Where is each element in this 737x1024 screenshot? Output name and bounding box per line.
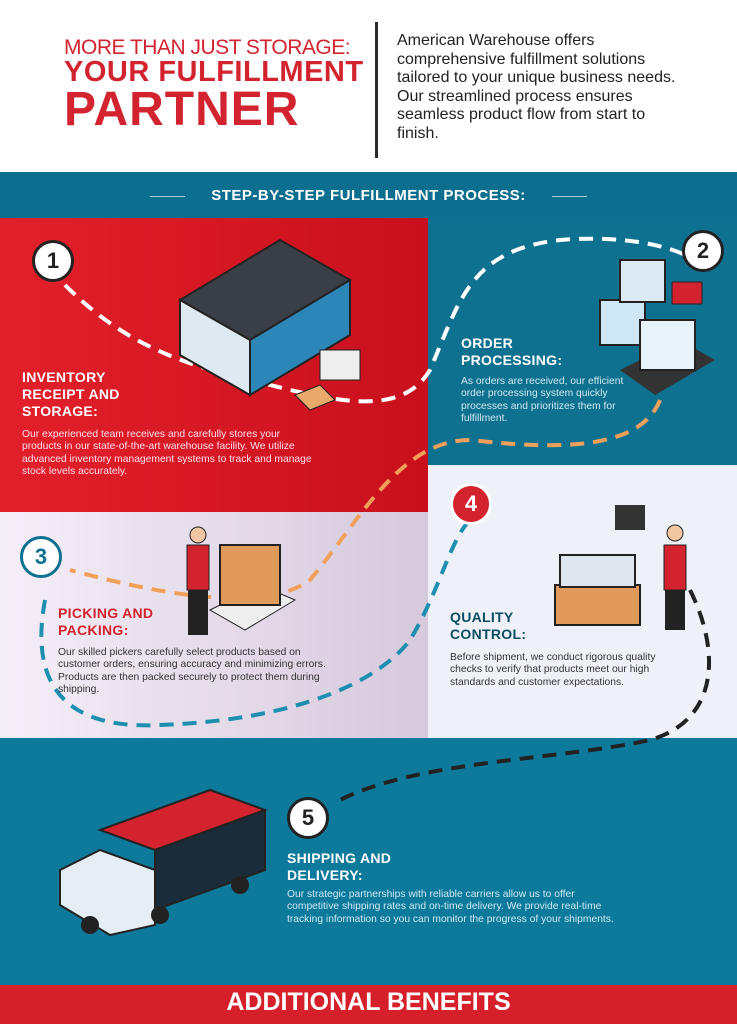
footer-band xyxy=(0,985,737,1024)
boxes-illustration xyxy=(599,259,715,395)
step1-title: INVENTORY RECEIPT AND STORAGE: xyxy=(22,369,120,419)
step2-number: 2 xyxy=(682,230,724,272)
step5-text: Our strategic partnerships with reliable… xyxy=(287,889,614,925)
header-kicker: MORE THAN JUST STORAGE: xyxy=(64,36,351,59)
section-band xyxy=(0,172,737,218)
step3-panel xyxy=(0,512,428,738)
picker-illustration xyxy=(186,526,297,635)
step3-text: Our skilled pickers carefully select pro… xyxy=(58,647,326,695)
warehouse-illustration xyxy=(178,238,361,411)
band-line-right xyxy=(552,196,587,197)
band-line-left xyxy=(150,196,185,197)
header-title-main: PARTNER xyxy=(64,83,300,136)
truck-illustration xyxy=(59,788,268,937)
step4-number: 4 xyxy=(450,483,492,525)
step2-text: As orders are received, our efficient or… xyxy=(461,376,624,424)
header-title-line: YOUR FULFILLMENT xyxy=(64,56,364,88)
step2-title: ORDER PROCESSING: xyxy=(461,335,563,368)
step5-number: 5 xyxy=(287,797,329,839)
step1-number: 1 xyxy=(32,240,74,282)
intro-text: American Warehouse offers comprehensive … xyxy=(397,32,676,142)
step5-title: SHIPPING AND DELIVERY: xyxy=(287,850,392,883)
step1-text: Our experienced team receives and carefu… xyxy=(22,429,312,477)
step3-number: 3 xyxy=(20,536,62,578)
footer-title: ADDITIONAL BENEFITS xyxy=(226,988,511,1016)
section-title: STEP-BY-STEP FULFILLMENT PROCESS: xyxy=(211,187,526,204)
step3-title: PICKING AND PACKING: xyxy=(58,605,154,638)
step4-text: Before shipment, we conduct rigorous qua… xyxy=(450,652,656,688)
divider xyxy=(375,22,378,158)
inspector-illustration xyxy=(554,505,687,630)
step4-title: QUALITY CONTROL: xyxy=(450,609,527,642)
